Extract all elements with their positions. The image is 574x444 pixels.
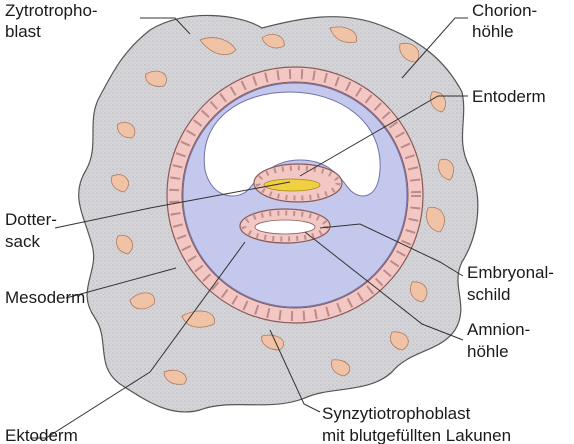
label-yolk-sac: Dotter- sack bbox=[5, 210, 62, 251]
yolk-sac bbox=[254, 164, 342, 202]
label-chorion-cavity: Chorion- höhle bbox=[472, 1, 542, 41]
label-synzytiotrophoblast: Synzytiotrophoblast mit blutgefüllten La… bbox=[322, 404, 511, 444]
label-ektoderm: Ektoderm bbox=[5, 426, 78, 444]
label-amnion-cavity: Amnion- höhle bbox=[467, 320, 535, 361]
amnion-complex bbox=[240, 209, 330, 243]
label-zytotrophoblast: Zytrotropho- blast bbox=[5, 1, 102, 41]
label-entoderm: Entoderm bbox=[472, 87, 546, 106]
label-mesoderm: Mesoderm bbox=[5, 288, 85, 307]
label-embryonic-disc: Embryonal- schild bbox=[467, 263, 559, 304]
